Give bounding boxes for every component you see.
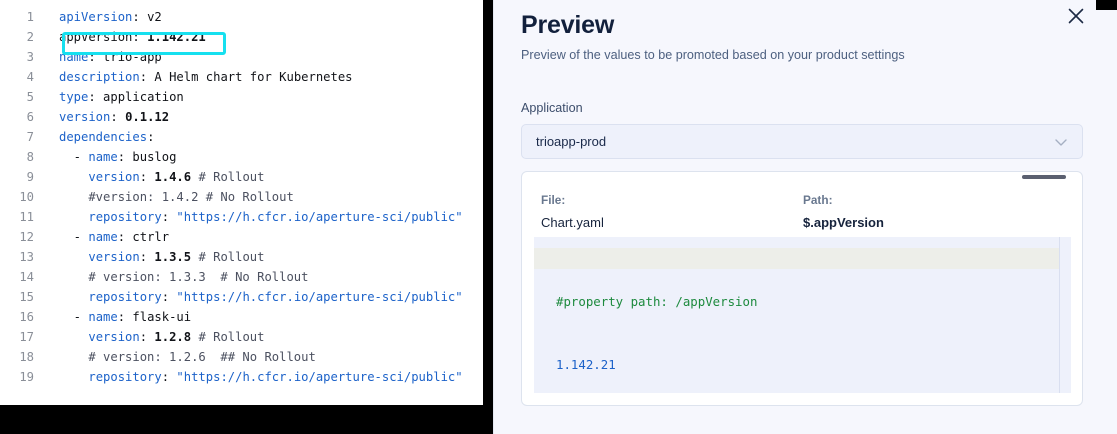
code-line-text: description: A Helm chart for Kubernetes: [59, 70, 353, 84]
preview-code-box[interactable]: #property path: /appVersion 1.142.21: [534, 237, 1071, 393]
code-line-text: version: 1.4.6 # Rollout: [88, 170, 265, 184]
code-line-text: version: 0.1.12: [59, 110, 170, 124]
code-line-text: name: trio-app: [59, 50, 162, 64]
code-line-text: repository: "https://h.cfcr.io/aperture-…: [88, 370, 463, 384]
application-label: Application: [521, 101, 583, 115]
code-line[interactable]: 2 appVersion: 1.142.21: [0, 27, 483, 47]
code-line-text: dependencies:: [59, 130, 155, 144]
code-line-text: - name: ctrlr: [59, 230, 170, 244]
line-number: 7: [26, 130, 34, 144]
code-line[interactable]: 12 - name: ctrlr: [0, 227, 483, 247]
code-line-text: #version: 1.4.2 # No Rollout: [59, 190, 294, 204]
line-number: 11: [19, 210, 34, 224]
code-line[interactable]: 10 #version: 1.4.2 # No Rollout: [0, 187, 483, 207]
line-number: 16: [19, 310, 34, 324]
line-number: 13: [19, 250, 34, 264]
code-line-text: repository: "https://h.cfcr.io/aperture-…: [88, 210, 463, 224]
line-number: 12: [19, 230, 34, 244]
code-active-line-highlight: [534, 248, 1060, 269]
line-number: 14: [19, 270, 34, 284]
code-line[interactable]: 13 version: 1.3.5 # Rollout: [0, 247, 483, 267]
application-select[interactable]: trioapp-prod: [521, 124, 1083, 159]
code-line[interactable]: 6 version: 0.1.12: [0, 107, 483, 127]
editor-right-black-strip: [483, 0, 493, 434]
code-line[interactable]: 8 - name: buslog: [0, 147, 483, 167]
code-line-text: version: 1.3.5 # Rollout: [88, 250, 265, 264]
line-number: 17: [19, 330, 34, 344]
code-line[interactable]: 18 # version: 1.2.6 ## No Rollout: [0, 347, 483, 367]
line-number: 10: [19, 190, 34, 204]
line-number: 18: [19, 350, 34, 364]
line-number: 5: [26, 90, 34, 104]
close-icon[interactable]: [1064, 4, 1088, 28]
path-value: $.appVersion: [803, 215, 884, 230]
code-line-text: # version: 1.3.3 # No Rollout: [59, 270, 309, 284]
line-number: 1: [26, 10, 34, 24]
file-label: File:: [541, 193, 566, 207]
file-value: Chart.yaml: [541, 215, 604, 230]
page-title: Preview: [521, 11, 615, 39]
code-line-text: - name: flask-ui: [59, 310, 192, 324]
corner-black-block: [1096, 0, 1117, 10]
path-label: Path:: [803, 193, 833, 207]
code-line-text: # version: 1.2.6 ## No Rollout: [59, 350, 316, 364]
line-number: 8: [26, 150, 34, 164]
code-line[interactable]: 1 apiVersion: v2: [0, 7, 483, 27]
application-select-value: trioapp-prod: [536, 134, 607, 149]
line-number: 6: [26, 110, 34, 124]
preview-code-comment: #property path: /appVersion: [556, 294, 758, 309]
code-line[interactable]: 7 dependencies:: [0, 127, 483, 147]
code-line-text: - name: buslog: [59, 150, 177, 164]
code-line[interactable]: 4 description: A Helm chart for Kubernete…: [0, 67, 483, 87]
panel-divider: [493, 0, 494, 434]
code-line[interactable]: 15 repository: "https://h.cfcr.io/apertu…: [0, 287, 483, 307]
preview-detail-card: File: Chart.yaml Path: $.appVersion #pro…: [521, 171, 1083, 406]
code-line[interactable]: 9 version: 1.4.6 # Rollout: [0, 167, 483, 187]
preview-code-content: #property path: /appVersion 1.142.21: [556, 249, 757, 393]
code-box-vertical-scrollbar[interactable]: [1059, 237, 1071, 393]
code-line-list[interactable]: 1 apiVersion: v2 2 appVersion: 1.142.21 3 nam…: [0, 7, 483, 387]
code-line-text: appVersion: 1.142.21: [59, 30, 206, 44]
code-line-text: type: application: [59, 90, 184, 104]
code-line[interactable]: 14 # version: 1.3.3 # No Rollout: [0, 267, 483, 287]
line-number: 4: [26, 70, 34, 84]
line-number: 9: [26, 170, 34, 184]
line-number: 3: [26, 50, 34, 64]
preview-panel: Preview Preview of the values to be prom…: [493, 0, 1117, 434]
code-box-horizontal-scroll-thumb[interactable]: [1022, 175, 1066, 179]
code-line-text: apiVersion: v2: [59, 10, 162, 24]
code-line[interactable]: 16 - name: flask-ui: [0, 307, 483, 327]
chart-yaml-editor[interactable]: 1 apiVersion: v2 2 appVersion: 1.142.21 3 nam…: [0, 0, 483, 405]
code-line-text: repository: "https://h.cfcr.io/aperture-…: [88, 290, 463, 304]
code-line[interactable]: 5 type: application: [0, 87, 483, 107]
editor-bottom-black-strip: [0, 405, 493, 434]
code-line[interactable]: 19 repository: "https://h.cfcr.io/apertu…: [0, 367, 483, 387]
page-subtitle: Preview of the values to be promoted bas…: [521, 48, 905, 62]
code-line[interactable]: 11 repository: "https://h.cfcr.io/apertu…: [0, 207, 483, 227]
code-line[interactable]: 3 name: trio-app: [0, 47, 483, 67]
line-number: 2: [26, 30, 34, 44]
chevron-down-icon: [1052, 133, 1070, 151]
code-line[interactable]: 17 version: 1.2.8 # Rollout: [0, 327, 483, 347]
preview-code-value: 1.142.21: [556, 357, 616, 372]
line-number: 19: [19, 370, 34, 384]
line-number: 15: [19, 290, 34, 304]
code-line-text: version: 1.2.8 # Rollout: [88, 330, 265, 344]
